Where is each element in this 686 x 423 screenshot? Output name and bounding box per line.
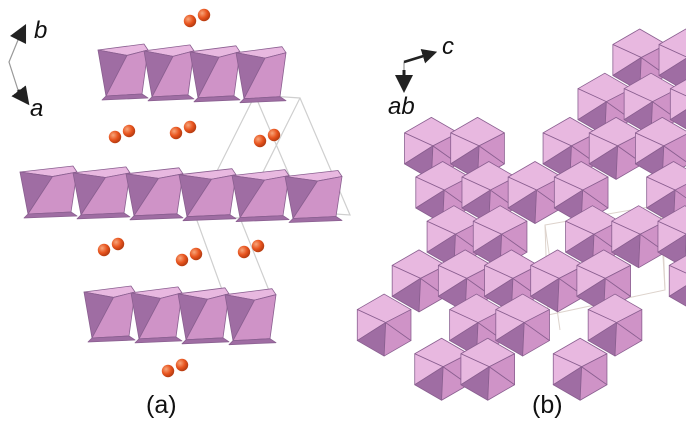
axis-indicator-a: b a: [8, 17, 47, 122]
octahedron: [507, 161, 563, 224]
panel-b: c ab (b): [356, 28, 686, 419]
octahedron: [587, 293, 643, 357]
caption-b: (b): [532, 391, 563, 419]
ion-pair: [237, 239, 265, 259]
ion: [237, 245, 251, 259]
octahedron-face: [478, 132, 505, 165]
octahedron-face: [663, 133, 686, 163]
octahedron-face: [182, 214, 237, 222]
octahedron: [611, 205, 666, 269]
octahedron-face: [76, 212, 131, 220]
ion: [197, 8, 211, 22]
octahedron: [669, 79, 686, 130]
octahedron-face: [147, 94, 195, 102]
octahedron-face: [488, 353, 515, 386]
ion: [189, 247, 203, 261]
octahedron-face: [668, 285, 686, 307]
octahedron-face: [134, 336, 183, 344]
ion: [253, 134, 267, 148]
octahedron-face: [129, 213, 184, 221]
octahedron: [552, 337, 608, 401]
octahedron-face: [23, 211, 78, 219]
octahedron-face: [581, 353, 608, 386]
octahedron: [530, 249, 585, 313]
ion: [175, 253, 189, 267]
octahedron-face: [616, 309, 643, 341]
ion: [97, 243, 111, 257]
octahedron-face: [235, 215, 290, 223]
octahedron: [356, 293, 412, 357]
octahedron-face: [582, 176, 609, 209]
octahedral-layer: [19, 165, 343, 223]
ion-pair: [108, 124, 136, 144]
octahedron-face: [101, 93, 149, 101]
octahedron: [495, 293, 550, 357]
octahedron-face: [669, 109, 686, 130]
octahedron-face: [87, 335, 136, 343]
caption-a: (a): [146, 391, 177, 419]
octahedron-face: [658, 57, 686, 92]
octahedron-face: [668, 255, 686, 274]
axis-label-ab: ab: [388, 93, 415, 120]
octahedron-face: [239, 96, 287, 104]
octahedral-layer: [83, 285, 277, 346]
ion: [161, 364, 175, 378]
octahedron-face: [228, 338, 277, 346]
octahedron-face: [181, 337, 230, 345]
octahedron-face: [674, 183, 686, 199]
ion: [183, 120, 197, 134]
octahedron-face: [669, 79, 686, 97]
axis-label-a: a: [30, 95, 43, 122]
ion: [175, 358, 189, 372]
ion-pair: [253, 128, 281, 148]
ion-pair: [161, 358, 189, 378]
ion-pair: [175, 247, 203, 267]
panel-a: b a (a): [8, 8, 351, 419]
ion-pair: [183, 8, 211, 28]
octahedron-face: [288, 216, 343, 223]
ion: [251, 239, 265, 253]
octahedron: [635, 116, 686, 180]
octahedron: [391, 249, 447, 313]
ion: [111, 237, 125, 251]
octahedron-face: [501, 220, 528, 253]
ion: [122, 124, 136, 138]
octahedron: [460, 337, 515, 401]
ion-pair: [97, 237, 125, 257]
octahedron: [668, 255, 686, 307]
octahedron-face: [193, 95, 241, 103]
ion: [169, 126, 183, 140]
axis-label-c: c: [442, 33, 454, 60]
octahedron-face: [604, 264, 631, 297]
ion-pair: [169, 120, 197, 140]
ion: [267, 128, 281, 142]
axis-label-b: b: [34, 17, 47, 44]
octahedron-face: [385, 309, 412, 341]
octahedral-framework-b: [356, 28, 686, 401]
interlayer-ions-a: [97, 8, 281, 378]
octahedral-layer: [97, 43, 287, 104]
octahedral-layers-a: [19, 43, 343, 346]
octahedron: [658, 28, 686, 92]
axis-indicator-b: c ab: [388, 33, 454, 120]
octahedron: [414, 337, 469, 401]
ion: [183, 14, 197, 28]
octahedron-face: [523, 309, 550, 341]
ion: [108, 130, 122, 144]
octahedron: [657, 205, 686, 269]
